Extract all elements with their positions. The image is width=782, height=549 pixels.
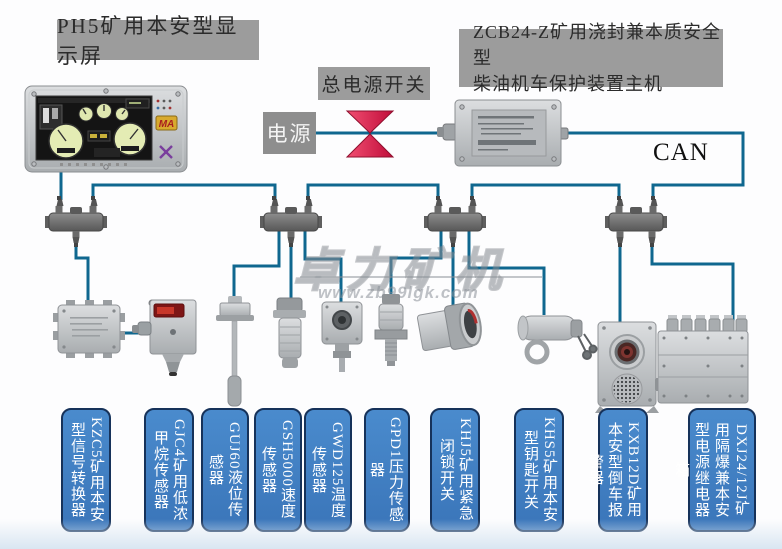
khj5-emergency-lock-switch	[416, 302, 482, 351]
can-bus-label: CAN	[653, 139, 709, 166]
label-gsh5000-speed-sensor: GSH5000速度传感器	[254, 408, 302, 532]
ma-certification-badge: MA	[155, 115, 178, 131]
gwd125-temp-sensor	[321, 301, 363, 372]
gsh5000-speed-sensor	[273, 297, 306, 368]
label-kzc5-signal-converter: KZC5矿用本安型信号转换器	[61, 408, 111, 532]
can-bus-line	[562, 131, 745, 200]
label-khs5-key-switch: KHS5矿用本安型钥匙开关	[514, 408, 564, 532]
label-guj60-level-sensor: GUJ60液位传感器	[201, 408, 249, 532]
ph5-display-device: MA	[24, 85, 188, 173]
label-dxj24-relay-box: DXJ24/12J矿用隔爆兼本安型电源继电器箱	[673, 408, 756, 532]
main-unit-title-line1: ZCB24-Z矿用浇封兼本质安全型	[473, 22, 721, 68]
watermark-brand: 卓力矿机	[292, 244, 509, 297]
power-switch-symbol	[345, 110, 395, 158]
gpd1-pressure-sensor	[374, 294, 408, 366]
brand-logo-icon	[159, 145, 173, 159]
display-title-label: PH5矿用本安型显示屏	[57, 14, 259, 68]
kzc5-signal-converter	[53, 300, 125, 358]
junction-box-1	[44, 195, 108, 247]
power-source-box: 电源	[263, 112, 316, 154]
main-unit-title-label: ZCB24-Z矿用浇封兼本质安全型 柴油机车保护装置主机	[459, 22, 723, 94]
label-gpd1-pressure-sensor: GPD1压力传感器	[364, 408, 410, 532]
label-gwd125-temp-sensor: GWD125温度传感器	[304, 408, 352, 532]
watermark-url: www.zb99lgk.com	[318, 283, 479, 302]
wiring-lines	[59, 131, 745, 335]
junction-box-4	[604, 195, 668, 247]
bottom-gradient	[0, 519, 782, 549]
kxb12d-backup-alarm	[595, 321, 664, 413]
watermark-underline	[300, 276, 542, 278]
main-unit-title-line2: 柴油机车保护装置主机	[473, 74, 663, 94]
status-leds	[156, 99, 172, 110]
khs5-key-switch	[517, 315, 598, 365]
main-switch-label: 总电源开关	[318, 67, 430, 100]
label-gjc4-methane-sensor: GJC4矿用低浓甲烷传感器	[144, 408, 194, 532]
label-kxb12d-backup-alarm: KXB12D矿用本安型倒车报警器	[587, 408, 648, 532]
dxj24-relay-box	[657, 315, 749, 404]
zcb24-main-unit	[437, 99, 569, 167]
guj60-level-sensor	[216, 296, 254, 407]
gjc4-methane-sensor	[132, 299, 197, 376]
svg-text:MA: MA	[159, 119, 175, 130]
label-khj5-emergency-lock: KHJ5矿用紧急闭锁开关	[430, 408, 480, 532]
